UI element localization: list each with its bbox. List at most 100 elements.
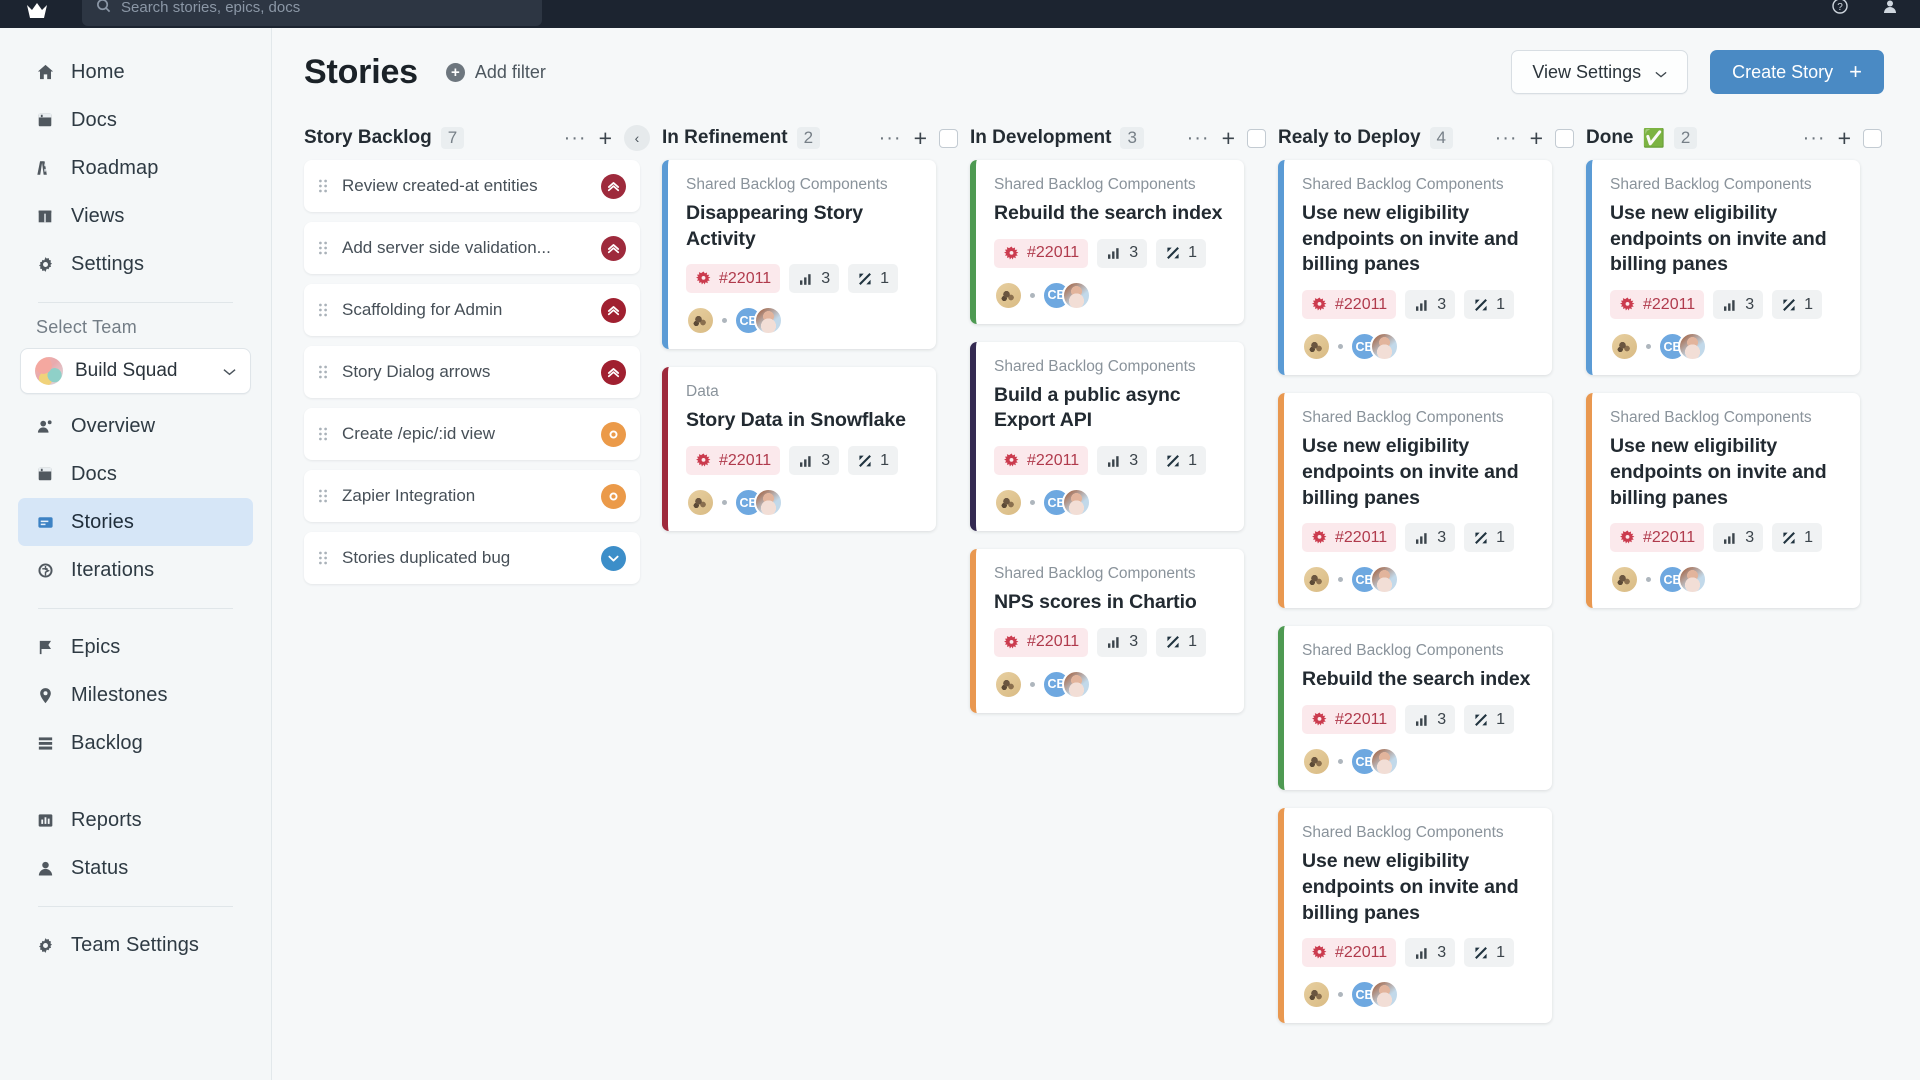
sidebar-item-roadmap[interactable]: Roadmap: [18, 144, 253, 192]
avatar[interactable]: [1370, 747, 1399, 777]
column-add-icon[interactable]: +: [598, 125, 612, 151]
backlog-row[interactable]: Stories duplicated bug: [304, 532, 640, 584]
avatar[interactable]: [686, 488, 715, 518]
sidebar-item-backlog[interactable]: Backlog: [18, 719, 253, 767]
story-chip[interactable]: 3: [789, 264, 840, 294]
avatar[interactable]: [1370, 565, 1399, 595]
story-chip[interactable]: 3: [1405, 523, 1456, 553]
sidebar-item-team-docs[interactable]: Docs: [18, 450, 253, 498]
backlog-row[interactable]: Add server side validation...: [304, 222, 640, 274]
column-select-checkbox[interactable]: [1863, 128, 1882, 148]
sidebar-item-reports[interactable]: Reports: [18, 796, 253, 844]
avatar[interactable]: [994, 669, 1023, 699]
add-filter-button[interactable]: + Add filter: [445, 62, 546, 83]
avatar[interactable]: [1302, 747, 1331, 777]
chevron-double-up-icon[interactable]: [601, 359, 626, 385]
story-chip[interactable]: #22011: [994, 627, 1089, 657]
sidebar-item-status[interactable]: Status: [18, 844, 253, 892]
story-chip[interactable]: 3: [1713, 290, 1764, 320]
story-chip[interactable]: #22011: [1302, 938, 1397, 968]
story-chip[interactable]: 1: [1772, 523, 1823, 553]
sidebar-item-team-settings[interactable]: Team Settings: [18, 921, 253, 969]
backlog-row[interactable]: Review created-at entities: [304, 160, 640, 212]
chevron-double-up-icon[interactable]: [601, 235, 626, 261]
story-chip[interactable]: #22011: [994, 446, 1089, 476]
sidebar-item-settings[interactable]: Settings: [18, 240, 253, 288]
story-chip[interactable]: 1: [1156, 627, 1207, 657]
story-chip[interactable]: 3: [1097, 238, 1148, 268]
backlog-row[interactable]: Create /epic/:id view: [304, 408, 640, 460]
avatar-icon[interactable]: [1882, 0, 1898, 19]
circle-dot-icon[interactable]: [601, 483, 626, 509]
circle-dot-icon[interactable]: [601, 421, 626, 447]
backlog-row[interactable]: Story Dialog arrows: [304, 346, 640, 398]
drag-handle-icon[interactable]: [316, 487, 330, 505]
backlog-row[interactable]: Scaffolding for Admin: [304, 284, 640, 336]
backlog-row[interactable]: Zapier Integration: [304, 470, 640, 522]
story-chip[interactable]: #22011: [1610, 523, 1705, 553]
sidebar-item-views[interactable]: Views: [18, 192, 253, 240]
column-more-icon[interactable]: ···: [878, 127, 902, 149]
drag-handle-icon[interactable]: [316, 177, 330, 195]
avatar[interactable]: [1370, 332, 1399, 362]
column-select-checkbox[interactable]: [939, 128, 958, 148]
avatar[interactable]: [1302, 980, 1331, 1010]
chevron-down-icon[interactable]: [601, 545, 626, 571]
story-chip[interactable]: 1: [848, 446, 899, 476]
help-icon[interactable]: ?: [1832, 0, 1848, 19]
story-chip[interactable]: 3: [1405, 290, 1456, 320]
avatar[interactable]: [1062, 280, 1091, 310]
chevron-double-up-icon[interactable]: [601, 173, 626, 199]
search-input[interactable]: Search stories, epics, docs: [82, 0, 542, 26]
avatar[interactable]: [994, 488, 1023, 518]
story-chip[interactable]: #22011: [1302, 290, 1397, 320]
sidebar-item-home[interactable]: Home: [18, 48, 253, 96]
team-selector[interactable]: Build Squad: [20, 348, 251, 394]
sidebar-item-stories[interactable]: Stories: [18, 498, 253, 546]
avatar[interactable]: [994, 280, 1023, 310]
avatar[interactable]: [1610, 565, 1639, 595]
story-chip[interactable]: 1: [1464, 290, 1515, 320]
view-settings-button[interactable]: View Settings: [1511, 50, 1689, 94]
column-more-icon[interactable]: ···: [563, 127, 587, 149]
sidebar-item-docs[interactable]: Docs: [18, 96, 253, 144]
story-chip[interactable]: #22011: [1302, 523, 1397, 553]
app-logo-icon[interactable]: [22, 0, 52, 23]
story-chip[interactable]: 1: [1464, 705, 1515, 735]
story-chip[interactable]: 1: [1772, 290, 1823, 320]
avatar[interactable]: [1678, 332, 1707, 362]
column-select-checkbox[interactable]: [1247, 128, 1266, 148]
story-chip[interactable]: 3: [1713, 523, 1764, 553]
column-collapse-icon[interactable]: ‹: [624, 125, 650, 151]
column-add-icon[interactable]: +: [1221, 125, 1235, 151]
drag-handle-icon[interactable]: [316, 363, 330, 381]
column-add-icon[interactable]: +: [1529, 125, 1543, 151]
story-chip[interactable]: 1: [1464, 523, 1515, 553]
story-chip[interactable]: #22011: [1302, 705, 1397, 735]
story-chip[interactable]: #22011: [1610, 290, 1705, 320]
drag-handle-icon[interactable]: [316, 549, 330, 567]
story-chip[interactable]: 3: [1097, 446, 1148, 476]
column-more-icon[interactable]: ···: [1186, 127, 1210, 149]
drag-handle-icon[interactable]: [316, 301, 330, 319]
avatar[interactable]: [1370, 980, 1399, 1010]
sidebar-item-milestones[interactable]: Milestones: [18, 671, 253, 719]
story-chip[interactable]: 3: [789, 446, 840, 476]
avatar[interactable]: [1062, 488, 1091, 518]
avatar[interactable]: [1302, 332, 1331, 362]
sidebar-item-overview[interactable]: Overview: [18, 402, 253, 450]
story-chip[interactable]: 3: [1405, 705, 1456, 735]
avatar[interactable]: [686, 306, 715, 336]
column-select-checkbox[interactable]: [1555, 128, 1574, 148]
story-chip[interactable]: 1: [1156, 238, 1207, 268]
